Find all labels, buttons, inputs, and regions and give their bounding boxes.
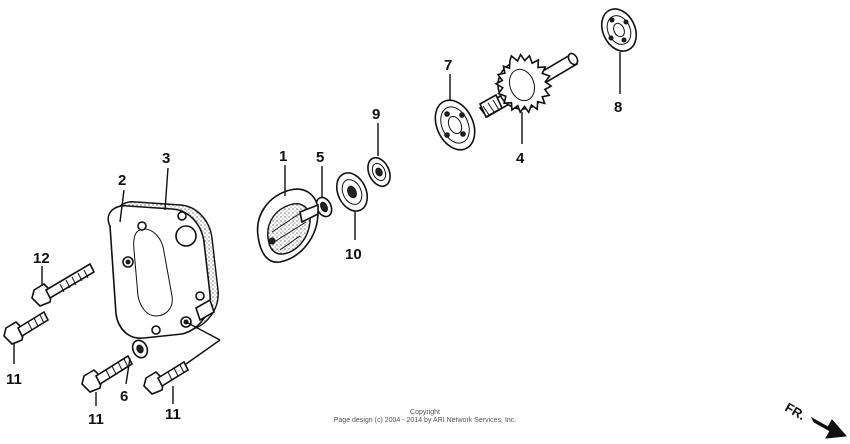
- bearing-part-8: [600, 8, 638, 52]
- callout-4: 4: [516, 150, 525, 167]
- callout-9: 9: [372, 106, 380, 123]
- leader-line-cover-right: [185, 321, 221, 341]
- shaft-gear-part-4: [478, 52, 579, 119]
- bolt-part-12: [31, 262, 96, 307]
- pump-cover-part-3: [107, 201, 219, 339]
- bolt-part-11-middle: [81, 354, 134, 393]
- callout-2: 2: [118, 172, 126, 189]
- callout-12: 12: [33, 250, 50, 267]
- washer-part-6: [131, 339, 149, 359]
- bearing-part-7: [434, 99, 476, 151]
- callout-1: 1: [279, 148, 287, 165]
- callout-11-right: 11: [165, 406, 181, 423]
- leader-line-3: [164, 167, 169, 211]
- bolt-part-11-left: [3, 310, 50, 345]
- callout-6: 6: [120, 388, 128, 405]
- leader-line-6: [125, 357, 131, 385]
- callout-11-left: 11: [6, 371, 22, 388]
- bolt-part-11-right: [143, 360, 190, 395]
- leader-line-2: [119, 189, 125, 223]
- leader-line-bolt-right: [185, 339, 221, 365]
- front-direction-arrow-icon: [810, 416, 848, 439]
- callout-3: 3: [162, 150, 170, 167]
- copyright-line-2: Page design (c) 2004 - 2014 by ARI Netwo…: [333, 417, 517, 424]
- callout-8: 8: [614, 99, 622, 116]
- callout-11-middle: 11: [88, 411, 104, 428]
- bearing-part-10: [335, 172, 369, 212]
- seal-part-9: [367, 156, 391, 188]
- callout-5: 5: [316, 149, 324, 166]
- callout-10: 10: [345, 246, 362, 263]
- callout-7: 7: [444, 57, 452, 74]
- impeller-part-1: [256, 188, 319, 263]
- copyright-line-1: Copyright: [410, 409, 440, 416]
